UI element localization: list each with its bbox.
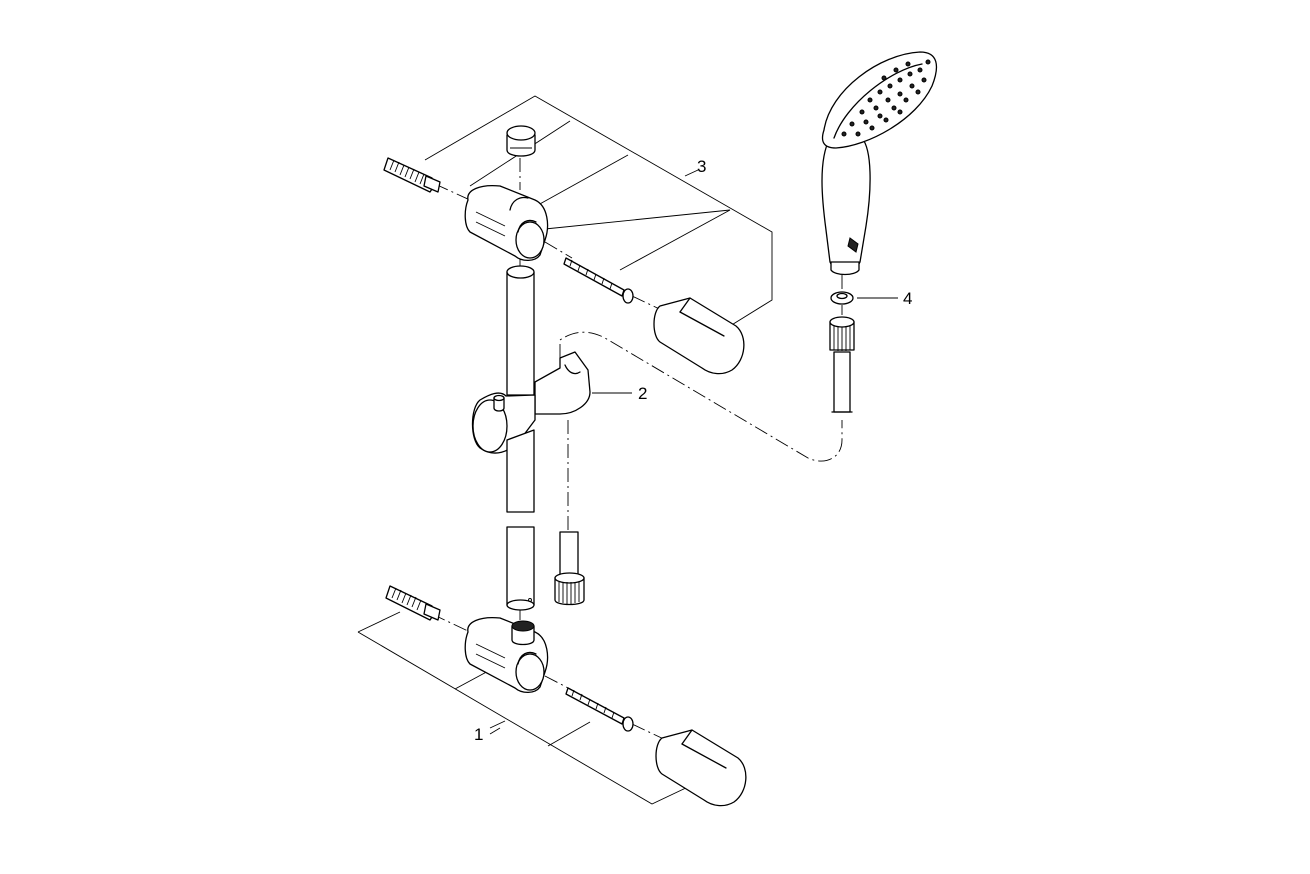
callout-1: 1 [474, 725, 483, 744]
top-end-cap [506, 125, 536, 157]
callout-4: 4 [903, 289, 912, 308]
top-screw [383, 157, 441, 193]
bottom-screw [385, 585, 441, 621]
top-cover-cap [653, 297, 745, 375]
top-wall-screw [563, 257, 634, 304]
callout-2: 2 [638, 384, 647, 403]
bottom-wall-bracket [464, 616, 549, 694]
hose-connector-nut [554, 531, 585, 606]
slide-rail-lower [506, 429, 535, 611]
bottom-wall-screw [565, 687, 634, 732]
top-wall-bracket [464, 184, 549, 262]
callout-leaders [489, 297, 898, 735]
slide-rail-upper [506, 265, 535, 396]
callout-3: 3 [697, 157, 706, 176]
washer [830, 291, 854, 305]
bottom-cover-cap [655, 729, 747, 807]
callout-labels: 1 2 3 4 [474, 157, 912, 744]
shower-hose [829, 316, 855, 413]
hand-shower [821, 51, 938, 276]
